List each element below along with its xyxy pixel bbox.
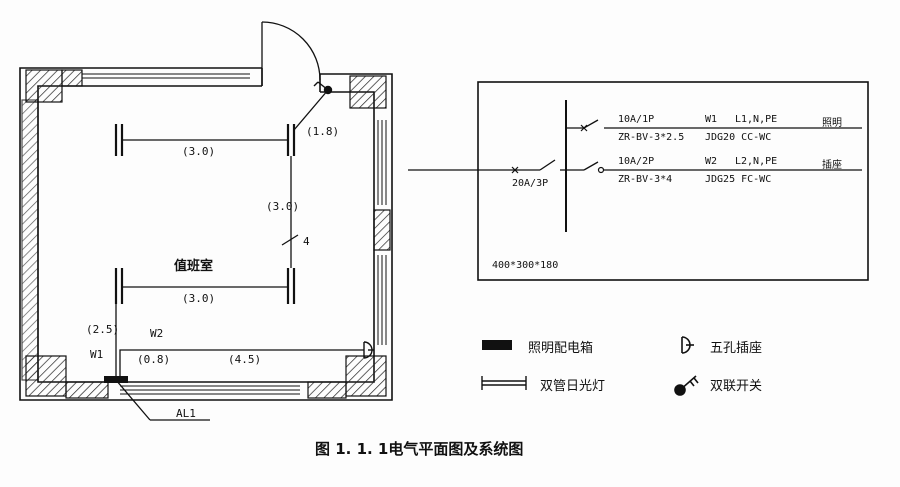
lamp-bottom-left bbox=[114, 268, 124, 304]
door bbox=[261, 21, 321, 86]
dim-vertical-right: (3.0) bbox=[266, 200, 300, 213]
circuit-1-use: 照明 bbox=[822, 118, 842, 129]
main-breaker-label: 20A/3P bbox=[512, 178, 549, 189]
box-size-label: 400*300*180 bbox=[492, 260, 559, 271]
circuit-2-id: W2 bbox=[705, 156, 718, 167]
windows bbox=[82, 73, 387, 395]
switch-symbol bbox=[313, 81, 333, 95]
circuit-2-conduit: JDG25 FC-WC bbox=[705, 174, 772, 185]
socket-symbol bbox=[363, 341, 374, 359]
wire-count-mark: 4 bbox=[303, 235, 310, 248]
circuit-1-conduit: JDG20 CC-WC bbox=[705, 132, 772, 143]
dim-bottom-1: (0.8) bbox=[137, 353, 171, 366]
circuit-w2-label: W2 bbox=[150, 327, 164, 340]
room-name: 值班室 bbox=[174, 259, 214, 274]
circuit-2-use: 插座 bbox=[822, 160, 842, 171]
legend-panel-label: 照明配电箱 bbox=[528, 341, 594, 356]
dim-bottom-2: (4.5) bbox=[228, 353, 262, 366]
circuit-2-cable: ZR-BV-3*4 bbox=[618, 174, 673, 185]
incoming-line-label: AL1 bbox=[176, 407, 196, 420]
legend-switch-icon bbox=[674, 375, 699, 396]
legend-switch-label: 双联开关 bbox=[710, 379, 763, 394]
circuit-2-breaker: 10A/2P bbox=[618, 156, 655, 167]
circuit-1-cable: ZR-BV-3*2.5 bbox=[618, 132, 685, 143]
circuit-2-phase: L2,N,PE bbox=[735, 156, 778, 167]
breaker-marks bbox=[511, 124, 605, 174]
system-wiring bbox=[515, 100, 862, 232]
dim-top-lamps: (3.0) bbox=[182, 145, 216, 158]
legend-lamp-icon bbox=[481, 376, 527, 390]
dim-left-vertical: (2.5) bbox=[86, 323, 120, 336]
circuit-1-phase: L1,N,PE bbox=[735, 114, 778, 125]
circuit-w1-label: W1 bbox=[90, 348, 104, 361]
figure-caption: 图 1. 1. 1电气平面图及系统图 bbox=[315, 440, 524, 458]
legend-lamp-label: 双管日光灯 bbox=[540, 379, 606, 394]
panel-symbol bbox=[104, 376, 128, 383]
circuit-1-breaker: 10A/1P bbox=[618, 114, 655, 125]
legend-socket-icon bbox=[681, 336, 694, 354]
dim-switch: (1.8) bbox=[306, 125, 340, 138]
system-box bbox=[477, 81, 869, 281]
legend-panel-icon bbox=[482, 340, 512, 350]
lamp-top-left bbox=[114, 124, 124, 156]
dim-bottom-lamps: (3.0) bbox=[182, 292, 216, 305]
circuit-1-id: W1 bbox=[705, 114, 718, 125]
lamp-top-right bbox=[286, 124, 296, 156]
lamp-bottom-right bbox=[286, 268, 296, 304]
wiring bbox=[115, 89, 364, 421]
wall-columns bbox=[21, 69, 391, 399]
legend-socket-label: 五孔插座 bbox=[710, 341, 763, 356]
